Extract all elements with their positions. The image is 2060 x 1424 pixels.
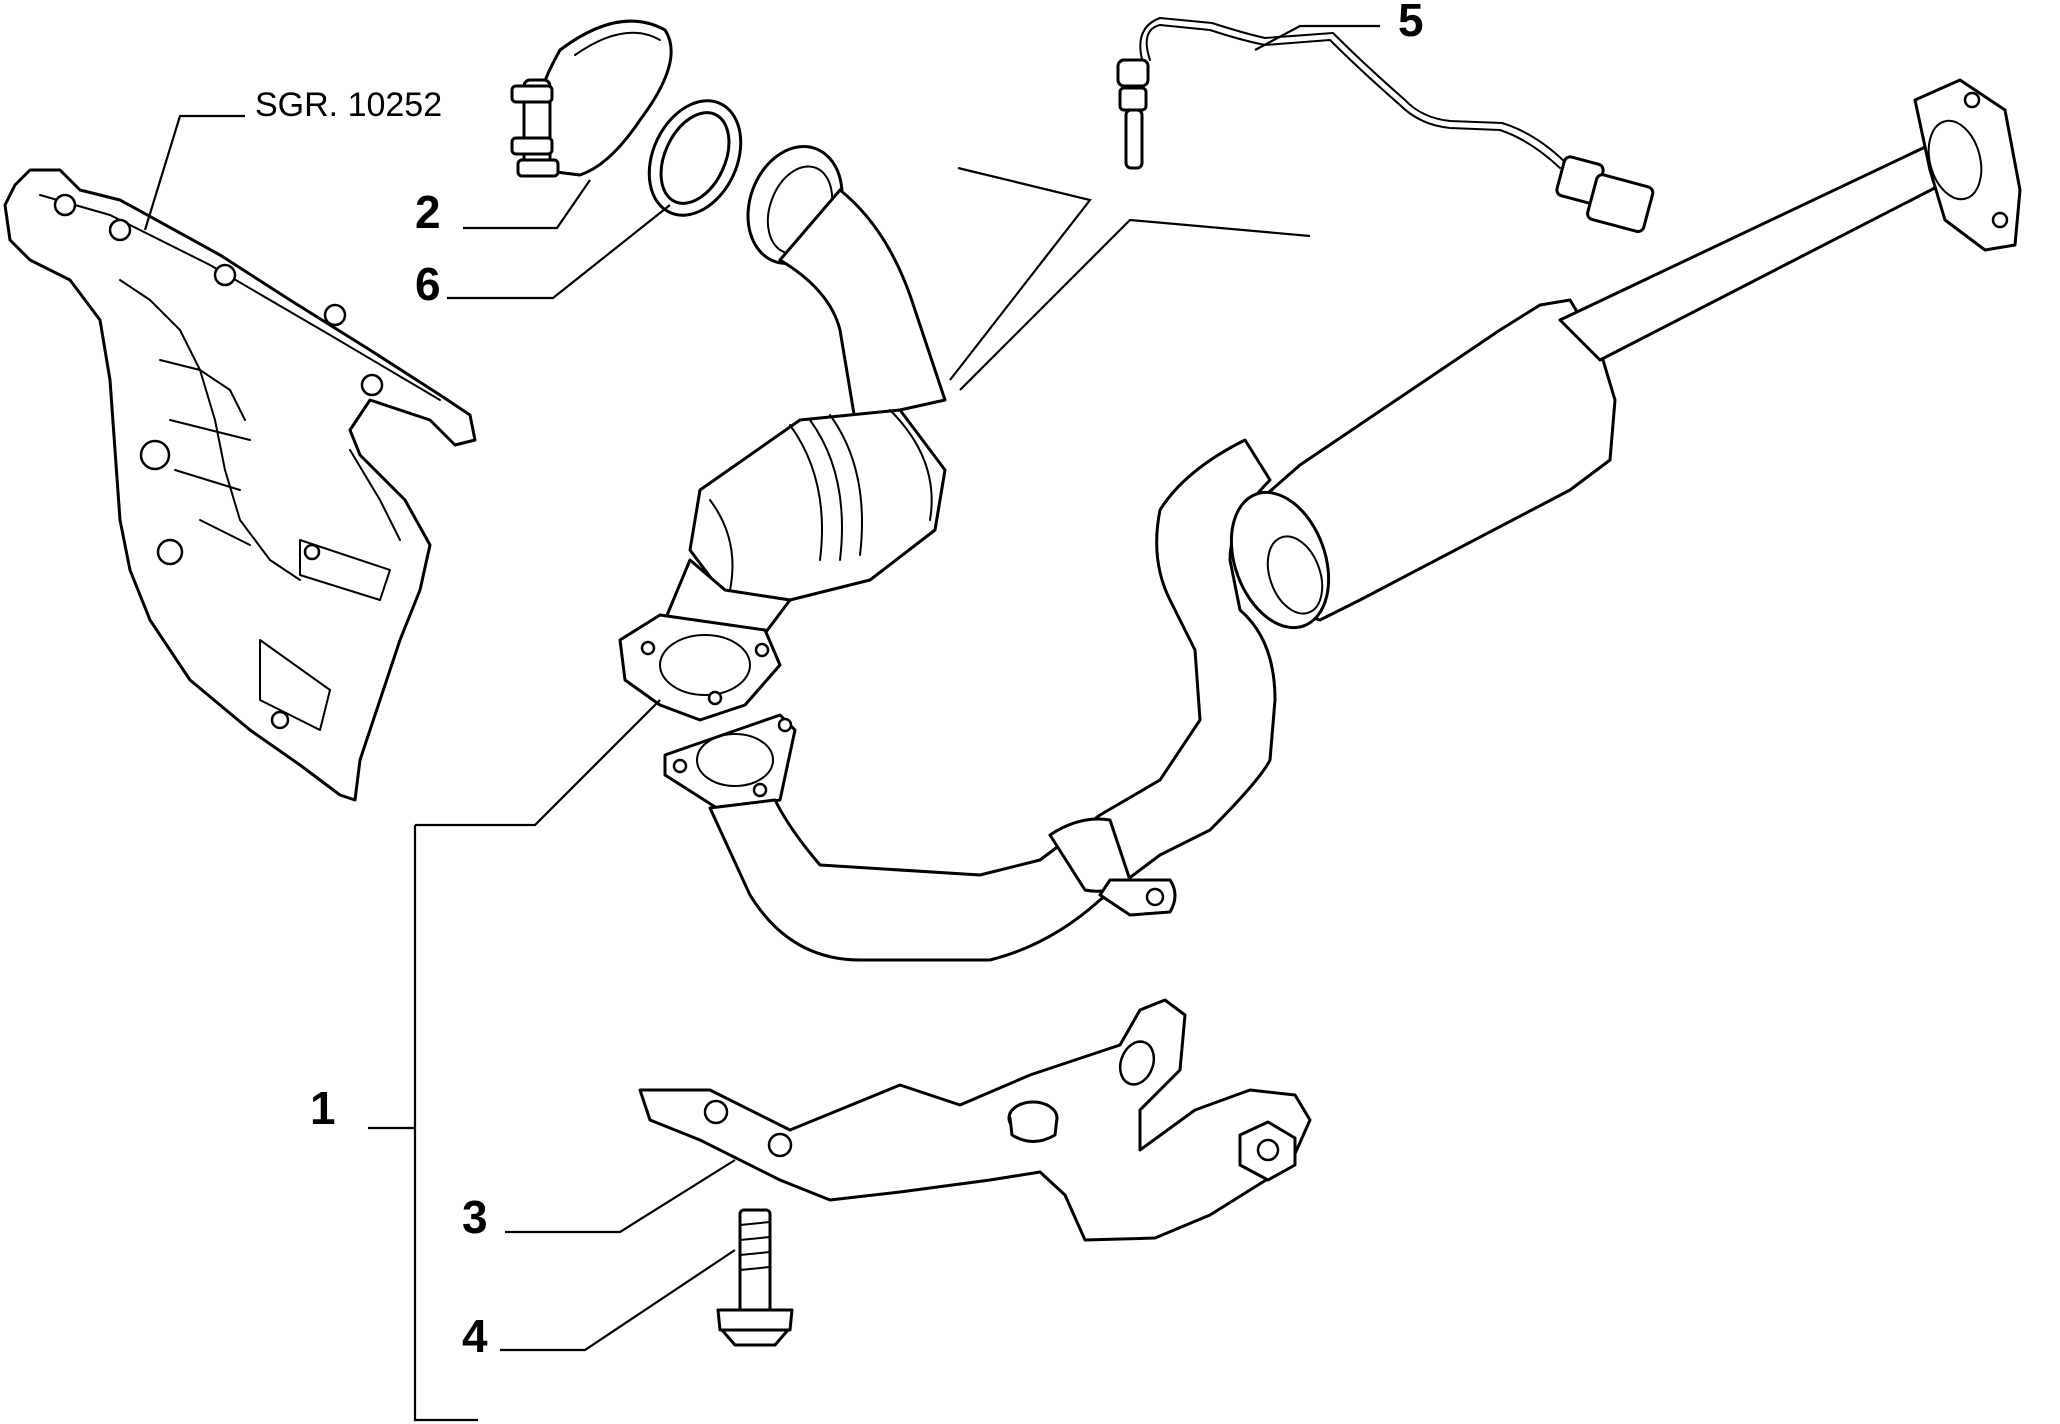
leader-3 (505, 1159, 736, 1234)
catalytic-converter (618, 145, 947, 722)
heat-shield (3, 168, 477, 802)
callout-leaders (368, 24, 1380, 1422)
leader-4 (500, 1249, 736, 1352)
clamp (510, 19, 673, 178)
callout-4: 4 (462, 1310, 488, 1362)
callout-2: 2 (415, 186, 441, 238)
sensor-guide-lines (949, 166, 1092, 381)
gasket-ring (647, 99, 743, 217)
reference-leader (143, 114, 245, 231)
callout-5: 5 (1398, 0, 1424, 46)
bracket (638, 998, 1312, 1242)
bolt (716, 1208, 794, 1347)
reference-label: SGR. 10252 (255, 86, 442, 124)
muffler (1229, 78, 2022, 630)
callout-6: 6 (415, 258, 441, 310)
callout-1: 1 (310, 1082, 336, 1134)
leader-6 (447, 204, 671, 300)
oxygen-sensor (1116, 17, 1655, 234)
front-pipe (663, 438, 1277, 962)
leader-2 (463, 179, 591, 230)
leader-5 (1254, 24, 1380, 51)
callout-3: 3 (462, 1191, 488, 1243)
